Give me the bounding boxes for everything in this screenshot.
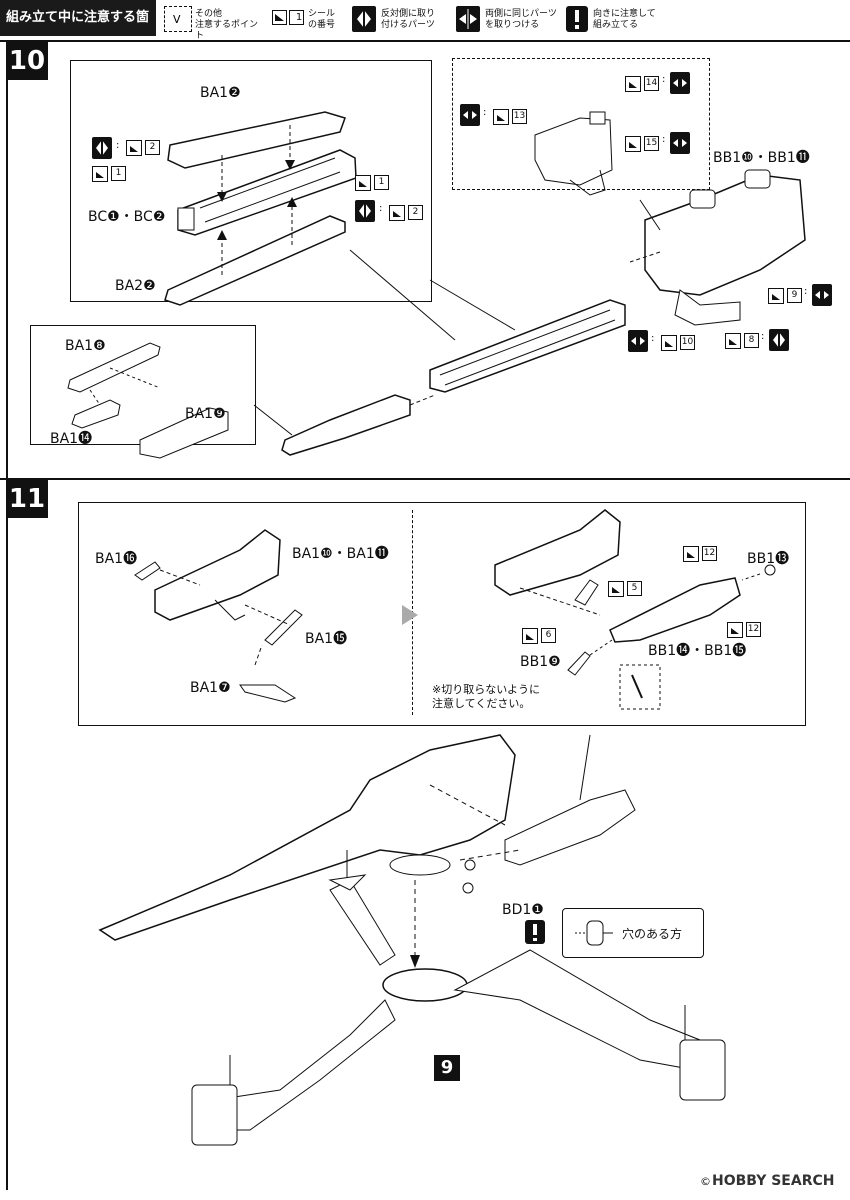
both-sides-icon	[460, 104, 480, 130]
note-do-not-cut: ※切り取らないように 注意してください。	[432, 683, 540, 710]
step10-drawing	[67, 111, 806, 459]
label-ba2-2: BA2❷	[115, 278, 156, 294]
hole-side-label: 穴のある方	[622, 927, 683, 941]
label-bb1-9: BB1❾	[520, 654, 561, 670]
legend-sticker-icon	[272, 10, 304, 30]
label-bc: BC❶・BC❷	[88, 209, 166, 225]
label-ba1-2: BA1❷	[200, 85, 241, 101]
sticker-icon	[725, 333, 741, 349]
page-header-title: 組み立て中に注意する箇所	[0, 0, 156, 61]
sticker-icon	[625, 76, 641, 92]
both-sides-icon	[628, 330, 648, 356]
sticker-icon	[355, 175, 371, 191]
colon-separator: :	[804, 286, 808, 297]
legend-sticker-num: 1	[295, 12, 303, 23]
colon-separator: :	[483, 107, 487, 118]
watermark-hobby-search: HOBBY SEARCH	[712, 1173, 835, 1189]
both-sides-icon	[670, 72, 690, 98]
svg-text:V: V	[173, 13, 181, 26]
exclamation-icon	[566, 6, 588, 36]
sticker-number-2b: 2	[408, 205, 423, 220]
both-sides-icon	[670, 132, 690, 158]
step10-top-rule	[0, 40, 850, 42]
sticker-icon	[625, 136, 641, 152]
sticker-icon	[608, 581, 624, 597]
label-bb1-14-15: BB1⓮・BB1⓯	[648, 643, 747, 659]
colon-separator: :	[761, 331, 765, 342]
label-ba1-10-11: BA1❿・BA1⓫	[292, 546, 389, 562]
sticker-icon	[493, 109, 509, 125]
legend-mirror-text: 反対側に取り 付けるパーツ	[381, 9, 436, 30]
mirror-icon	[92, 137, 112, 163]
step11-number: 11	[6, 480, 48, 518]
sticker-icon	[522, 628, 538, 644]
step10-number: 10	[6, 42, 48, 80]
sticker-icon	[683, 546, 699, 562]
colon-separator: :	[116, 140, 120, 151]
sticker-number-6: 6	[541, 628, 556, 643]
label-ba1-16: BA1⓰	[95, 551, 138, 567]
label-ba1-7: BA1❼	[190, 680, 231, 696]
hole-part-icon	[575, 918, 615, 952]
label-ba1-14: BA1⓮	[50, 431, 93, 447]
mirror-icon	[355, 200, 375, 226]
colon-separator: :	[662, 134, 666, 145]
colon-separator: :	[662, 74, 666, 85]
copyright-symbol: ©	[700, 1175, 711, 1188]
sticker-icon	[768, 288, 784, 304]
sticker-number-9: 9	[787, 288, 802, 303]
legend-sticker-text: シール の番号	[308, 9, 336, 30]
sticker-number-14: 14	[644, 76, 659, 91]
step10-detail-subframe	[452, 58, 710, 190]
colon-separator: :	[379, 203, 383, 214]
label-ba1-9: BA1❾	[185, 406, 226, 422]
sticker-number-1a: 1	[111, 166, 126, 181]
sticker-icon	[389, 205, 405, 221]
sticker-number-5: 5	[627, 581, 642, 596]
sticker-number-10: 10	[680, 335, 695, 350]
sticker-icon	[92, 166, 108, 182]
exclamation-icon	[525, 920, 545, 948]
legend-both-text: 両側に同じパーツ を取りつける	[485, 9, 557, 30]
step11-drawing	[98, 509, 776, 1146]
colon-separator: :	[651, 333, 655, 344]
sticker-number-13: 13	[512, 109, 527, 124]
step11-top-rule	[0, 478, 850, 480]
mirror-icon	[352, 6, 376, 36]
sticker-icon	[661, 335, 677, 351]
both-sides-icon	[456, 6, 480, 36]
label-bb1-13: BB1⓭	[747, 551, 790, 567]
sticker-icon	[126, 140, 142, 156]
label-bd1-1: BD1❶	[502, 902, 544, 918]
sticker-number-12a: 12	[702, 546, 717, 561]
mirror-icon	[769, 329, 789, 355]
legend-point-text: その他 注意するポイント	[195, 9, 259, 41]
point-icon: V	[164, 6, 192, 32]
sticker-number-2a: 2	[145, 140, 160, 155]
orientation-callout	[562, 908, 704, 958]
legend-exclamation-text: 向きに注意して 組み立てる	[593, 9, 656, 30]
label-ba1-8: BA1❽	[65, 338, 106, 354]
sticker-number-8: 8	[744, 333, 759, 348]
sticker-number-1b: 1	[374, 175, 389, 190]
both-sides-icon	[812, 284, 832, 310]
ref-step-9-badge: 9	[434, 1055, 460, 1081]
label-bb1-10-11: BB1❿・BB1⓫	[713, 150, 810, 166]
step10-left-rule	[6, 42, 8, 478]
sticker-icon	[727, 622, 743, 638]
step11-left-rule	[6, 480, 8, 1190]
label-ba1-15: BA1⓯	[305, 631, 348, 647]
sticker-number-15: 15	[644, 136, 659, 151]
step10-barrel-subframe	[70, 60, 432, 302]
sticker-number-12b: 12	[746, 622, 761, 637]
step11-subframe	[78, 502, 806, 726]
